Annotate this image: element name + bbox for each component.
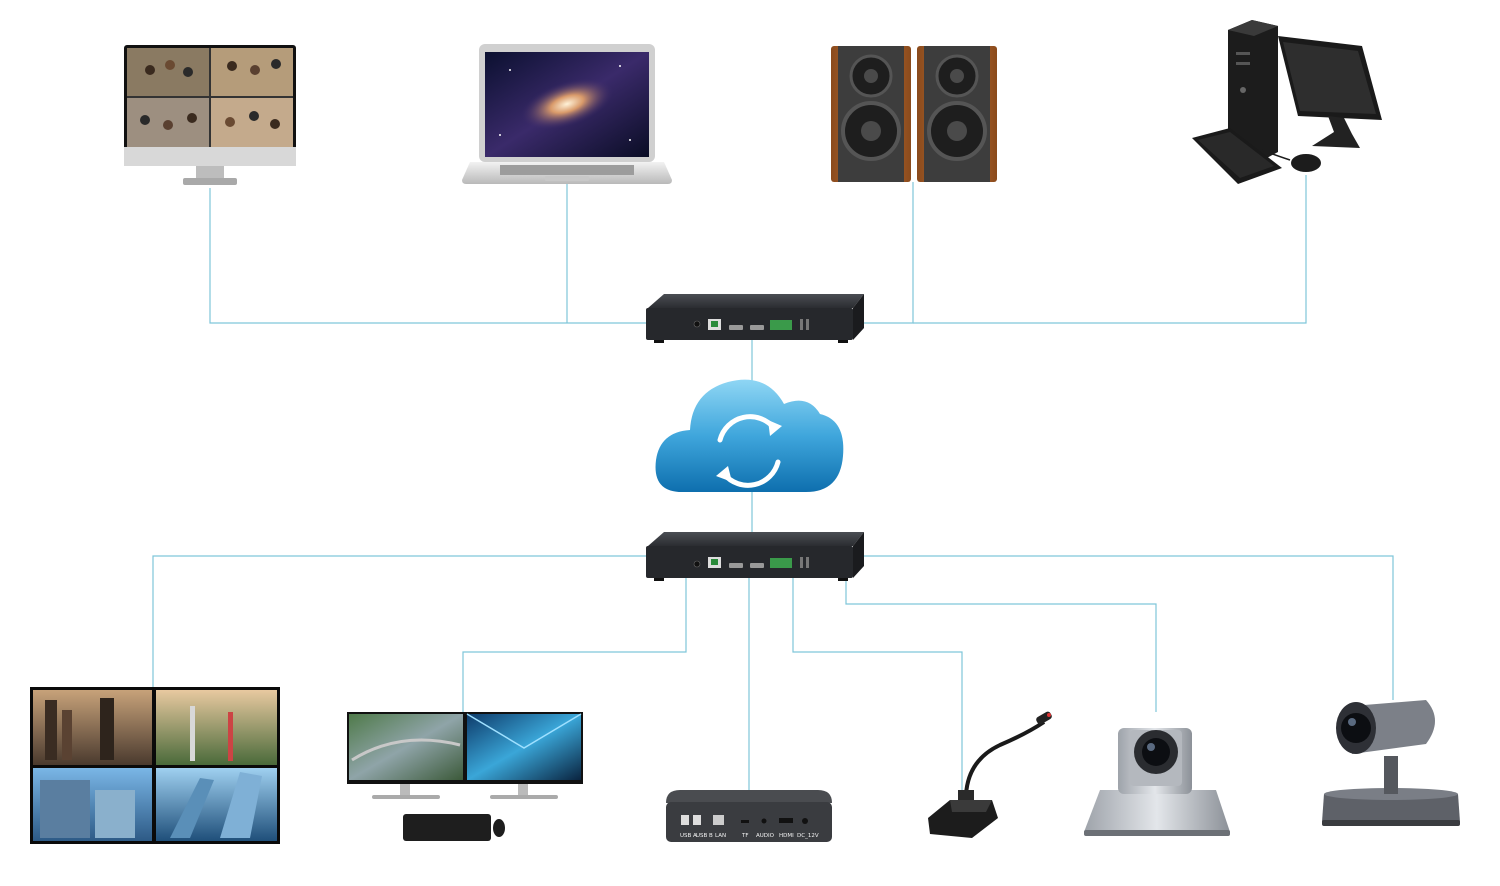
right-speaker bbox=[917, 46, 997, 182]
mini-media-box[interactable]: USB A USB B LAN TF AUDIO HDMI DC_12V bbox=[666, 790, 832, 842]
desktop-computer[interactable] bbox=[1192, 20, 1382, 184]
line-decoder-to-videowall bbox=[152, 555, 648, 690]
meeting-photo-4 bbox=[211, 98, 293, 147]
port-label-tf: TF bbox=[741, 833, 749, 839]
video-conference-monitor[interactable] bbox=[124, 45, 296, 185]
port-label-dc-12v: DC_12V bbox=[797, 833, 819, 839]
line-decoder-to-ptz-camera bbox=[845, 578, 1157, 712]
port-label-usb-a: USB A bbox=[680, 833, 697, 839]
gooseneck-microphone[interactable] bbox=[928, 711, 1053, 838]
keyboard-icon bbox=[403, 814, 491, 841]
left-speaker bbox=[831, 46, 911, 182]
port-label-usb-b: USB B bbox=[696, 833, 713, 839]
line-decoder-to-dual-monitors bbox=[462, 578, 687, 714]
line-decoder-to-microphone bbox=[792, 578, 963, 810]
video-wall-panel-2 bbox=[156, 690, 277, 765]
left-monitor-screen bbox=[349, 714, 463, 780]
video-wall[interactable] bbox=[30, 687, 280, 844]
ptz-camera[interactable] bbox=[1084, 728, 1230, 836]
mini-box-port-labels: USB A USB B LAN TF AUDIO HDMI DC_12V bbox=[680, 833, 819, 839]
port-label-audio: AUDIO bbox=[756, 833, 775, 839]
conference-camera[interactable] bbox=[1322, 700, 1460, 826]
connector-lines bbox=[152, 175, 1394, 810]
laptop-computer[interactable] bbox=[462, 44, 672, 184]
port-label-hdmi: HDMI bbox=[779, 833, 794, 839]
port-label-lan: LAN bbox=[715, 833, 726, 839]
meeting-photo-1 bbox=[127, 48, 209, 96]
cloud-sync-icon bbox=[655, 379, 844, 492]
stereo-speakers[interactable] bbox=[831, 46, 997, 182]
dual-monitor-workstation[interactable] bbox=[347, 712, 583, 841]
line-encoder-to-desktop bbox=[913, 175, 1307, 324]
decoder-box-icon[interactable] bbox=[646, 532, 864, 581]
line-monitor-to-encoder bbox=[209, 188, 648, 324]
line-decoder-to-conference-camera bbox=[853, 555, 1394, 700]
encoder-box-icon[interactable] bbox=[646, 294, 864, 343]
mouse-icon bbox=[493, 819, 505, 837]
